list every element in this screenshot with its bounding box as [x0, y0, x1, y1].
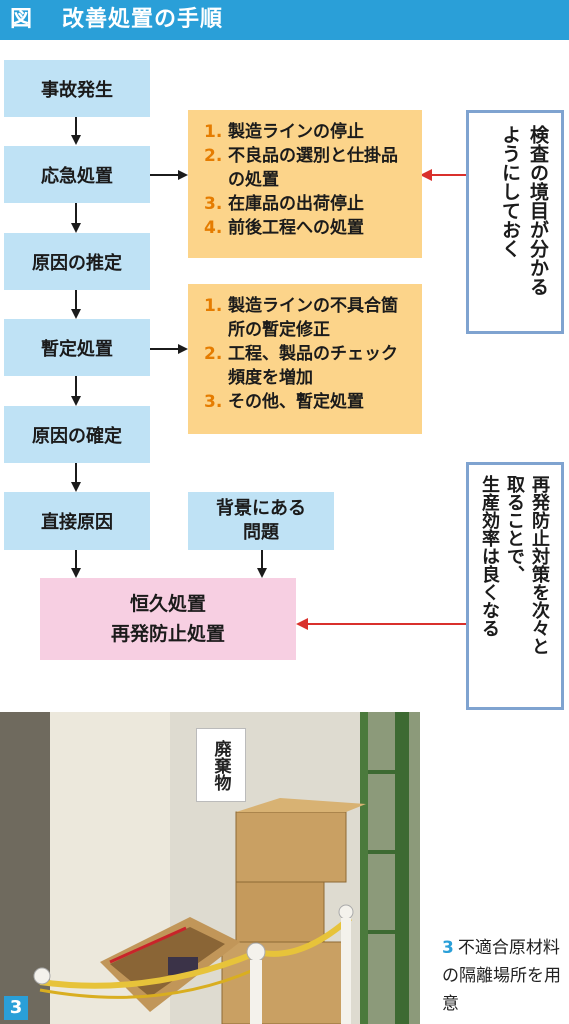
item-number: 2. — [204, 146, 223, 166]
okyu-action-item: 2.不良品の選別と仕掛品の処置 — [204, 144, 408, 192]
note2-line1: 再発防止対策を次々と — [529, 475, 550, 655]
photo-number: 3 — [4, 996, 28, 1020]
step-chokusetsu-genin: 直接原因 — [4, 492, 150, 550]
okyu-actions-box: 1.製造ラインの停止 2.不良品の選別と仕掛品の処置 3.在庫品の出荷停止 4.… — [188, 110, 422, 258]
item-text: 不良品の選別と仕掛品の処置 — [228, 146, 398, 190]
koukyu-line2: 再発防止処置 — [110, 623, 225, 645]
step-jiko-hassei: 事故発生 — [4, 60, 150, 117]
step-genin-suitei: 原因の推定 — [4, 233, 150, 290]
item-number: 1. — [204, 122, 223, 142]
caption-text: 不適合原材料の隔離場所を用意 — [442, 938, 561, 1014]
okyu-action-item: 3.在庫品の出荷停止 — [204, 192, 408, 216]
item-text: 製造ラインの不具合箇所の暫定修正 — [228, 296, 398, 340]
haikei-line1: 背景にある — [216, 498, 306, 519]
item-text: 工程、製品のチェック頻度を増加 — [228, 344, 398, 388]
figure-banner: 図 改善処置の手順 — [0, 0, 569, 40]
item-number: 1. — [204, 296, 223, 316]
haikei-line2: 問題 — [243, 522, 279, 543]
caption-number: 3 — [442, 938, 454, 958]
note2-line3: 生産効率は良くなる — [479, 475, 500, 637]
note1-line2: ようにしておく — [499, 125, 521, 258]
zantei-action-item: 2.工程、製品のチェック頻度を増加 — [204, 342, 408, 390]
item-number: 3. — [204, 392, 223, 412]
flow-arrows — [71, 117, 466, 630]
note-kensa-sakaime: 検査の境目が分かる ようにしておく — [466, 110, 564, 334]
item-text: 前後工程への処置 — [228, 218, 364, 238]
step-zantei-shochi: 暫定処置 — [4, 319, 150, 376]
zantei-action-item: 1.製造ラインの不具合箇所の暫定修正 — [204, 294, 408, 342]
figure-title: 改善処置の手順 — [62, 7, 224, 32]
note-saihatsu-boushi: 再発防止対策を次々と 取ることで、 生産効率は良くなる — [466, 462, 564, 710]
zantei-actions-box: 1.製造ラインの不具合箇所の暫定修正 2.工程、製品のチェック頻度を増加 3.そ… — [188, 284, 422, 434]
step-koukyu-shochi: 恒久処置 再発防止処置 — [40, 578, 296, 660]
item-text: その他、暫定処置 — [228, 392, 364, 412]
waste-sign: 廃棄物 — [196, 728, 246, 802]
step-okyu-shochi: 応急処置 — [4, 146, 150, 203]
step-haikei-mondai: 背景にある 問題 — [188, 492, 334, 550]
note2-line2: 取ることで、 — [504, 475, 525, 583]
item-number: 4. — [204, 218, 223, 238]
figure-label: 図 — [10, 7, 33, 32]
note1-line1: 検査の境目が分かる — [527, 125, 549, 296]
step-genin-kakutei: 原因の確定 — [4, 406, 150, 463]
okyu-action-item: 4.前後工程への処置 — [204, 216, 408, 240]
okyu-action-item: 1.製造ラインの停止 — [204, 120, 408, 144]
zantei-action-item: 3.その他、暫定処置 — [204, 390, 408, 414]
item-number: 3. — [204, 194, 223, 214]
koukyu-line1: 恒久処置 — [129, 592, 206, 615]
item-number: 2. — [204, 344, 223, 364]
item-text: 在庫品の出荷停止 — [228, 194, 364, 214]
item-text: 製造ラインの停止 — [228, 122, 364, 142]
